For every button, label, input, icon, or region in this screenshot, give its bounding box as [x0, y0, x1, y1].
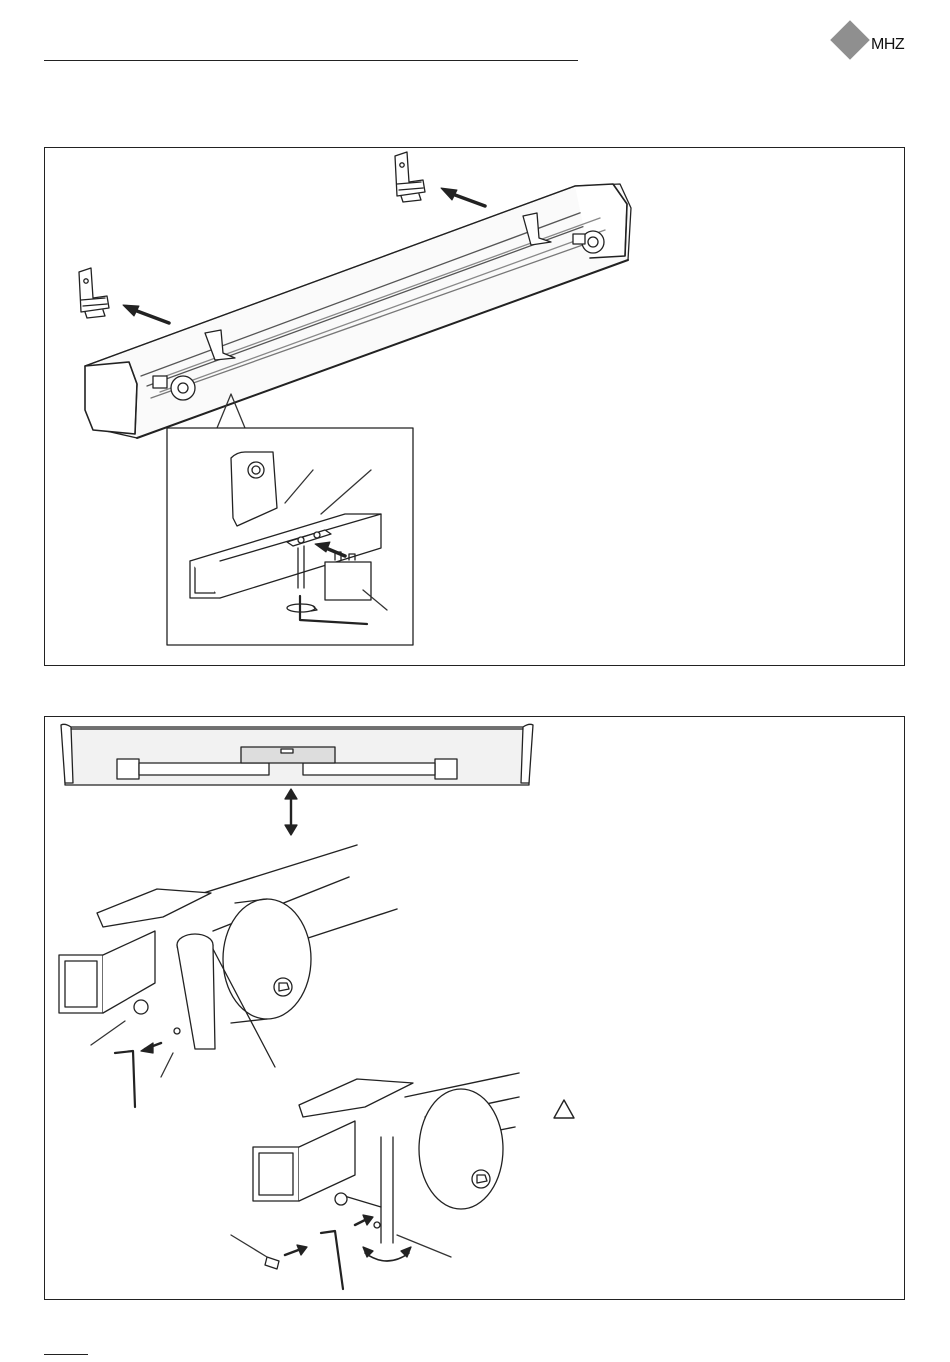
awning-cassette	[85, 184, 631, 438]
push-arrow-head-left	[123, 305, 139, 316]
logo-diamond-icon	[830, 20, 870, 60]
grub-screw-icon	[265, 1257, 279, 1269]
logo-text: MHZ	[871, 36, 904, 54]
footer-rule	[44, 1354, 88, 1355]
wall-bracket-right	[395, 152, 425, 202]
brand-logo: MHZ	[828, 18, 918, 68]
push-arrow-head-right	[441, 188, 457, 200]
figure-panel-level-adjustment	[44, 716, 905, 1300]
detail-inset	[167, 428, 413, 645]
wall-bracket-left	[79, 268, 109, 318]
figure-panel-bracket-mounting	[44, 147, 905, 666]
bracket-mounting-illustration	[45, 148, 906, 667]
warning-triangle-icon	[552, 1098, 576, 1120]
arm-joint-lower	[231, 1073, 519, 1289]
header-rule	[44, 60, 578, 61]
arm-joint-upper	[59, 845, 397, 1107]
level-adjustment-illustration	[45, 717, 906, 1301]
cassette-front-view	[61, 724, 533, 785]
double-arrow-icon	[285, 789, 297, 835]
